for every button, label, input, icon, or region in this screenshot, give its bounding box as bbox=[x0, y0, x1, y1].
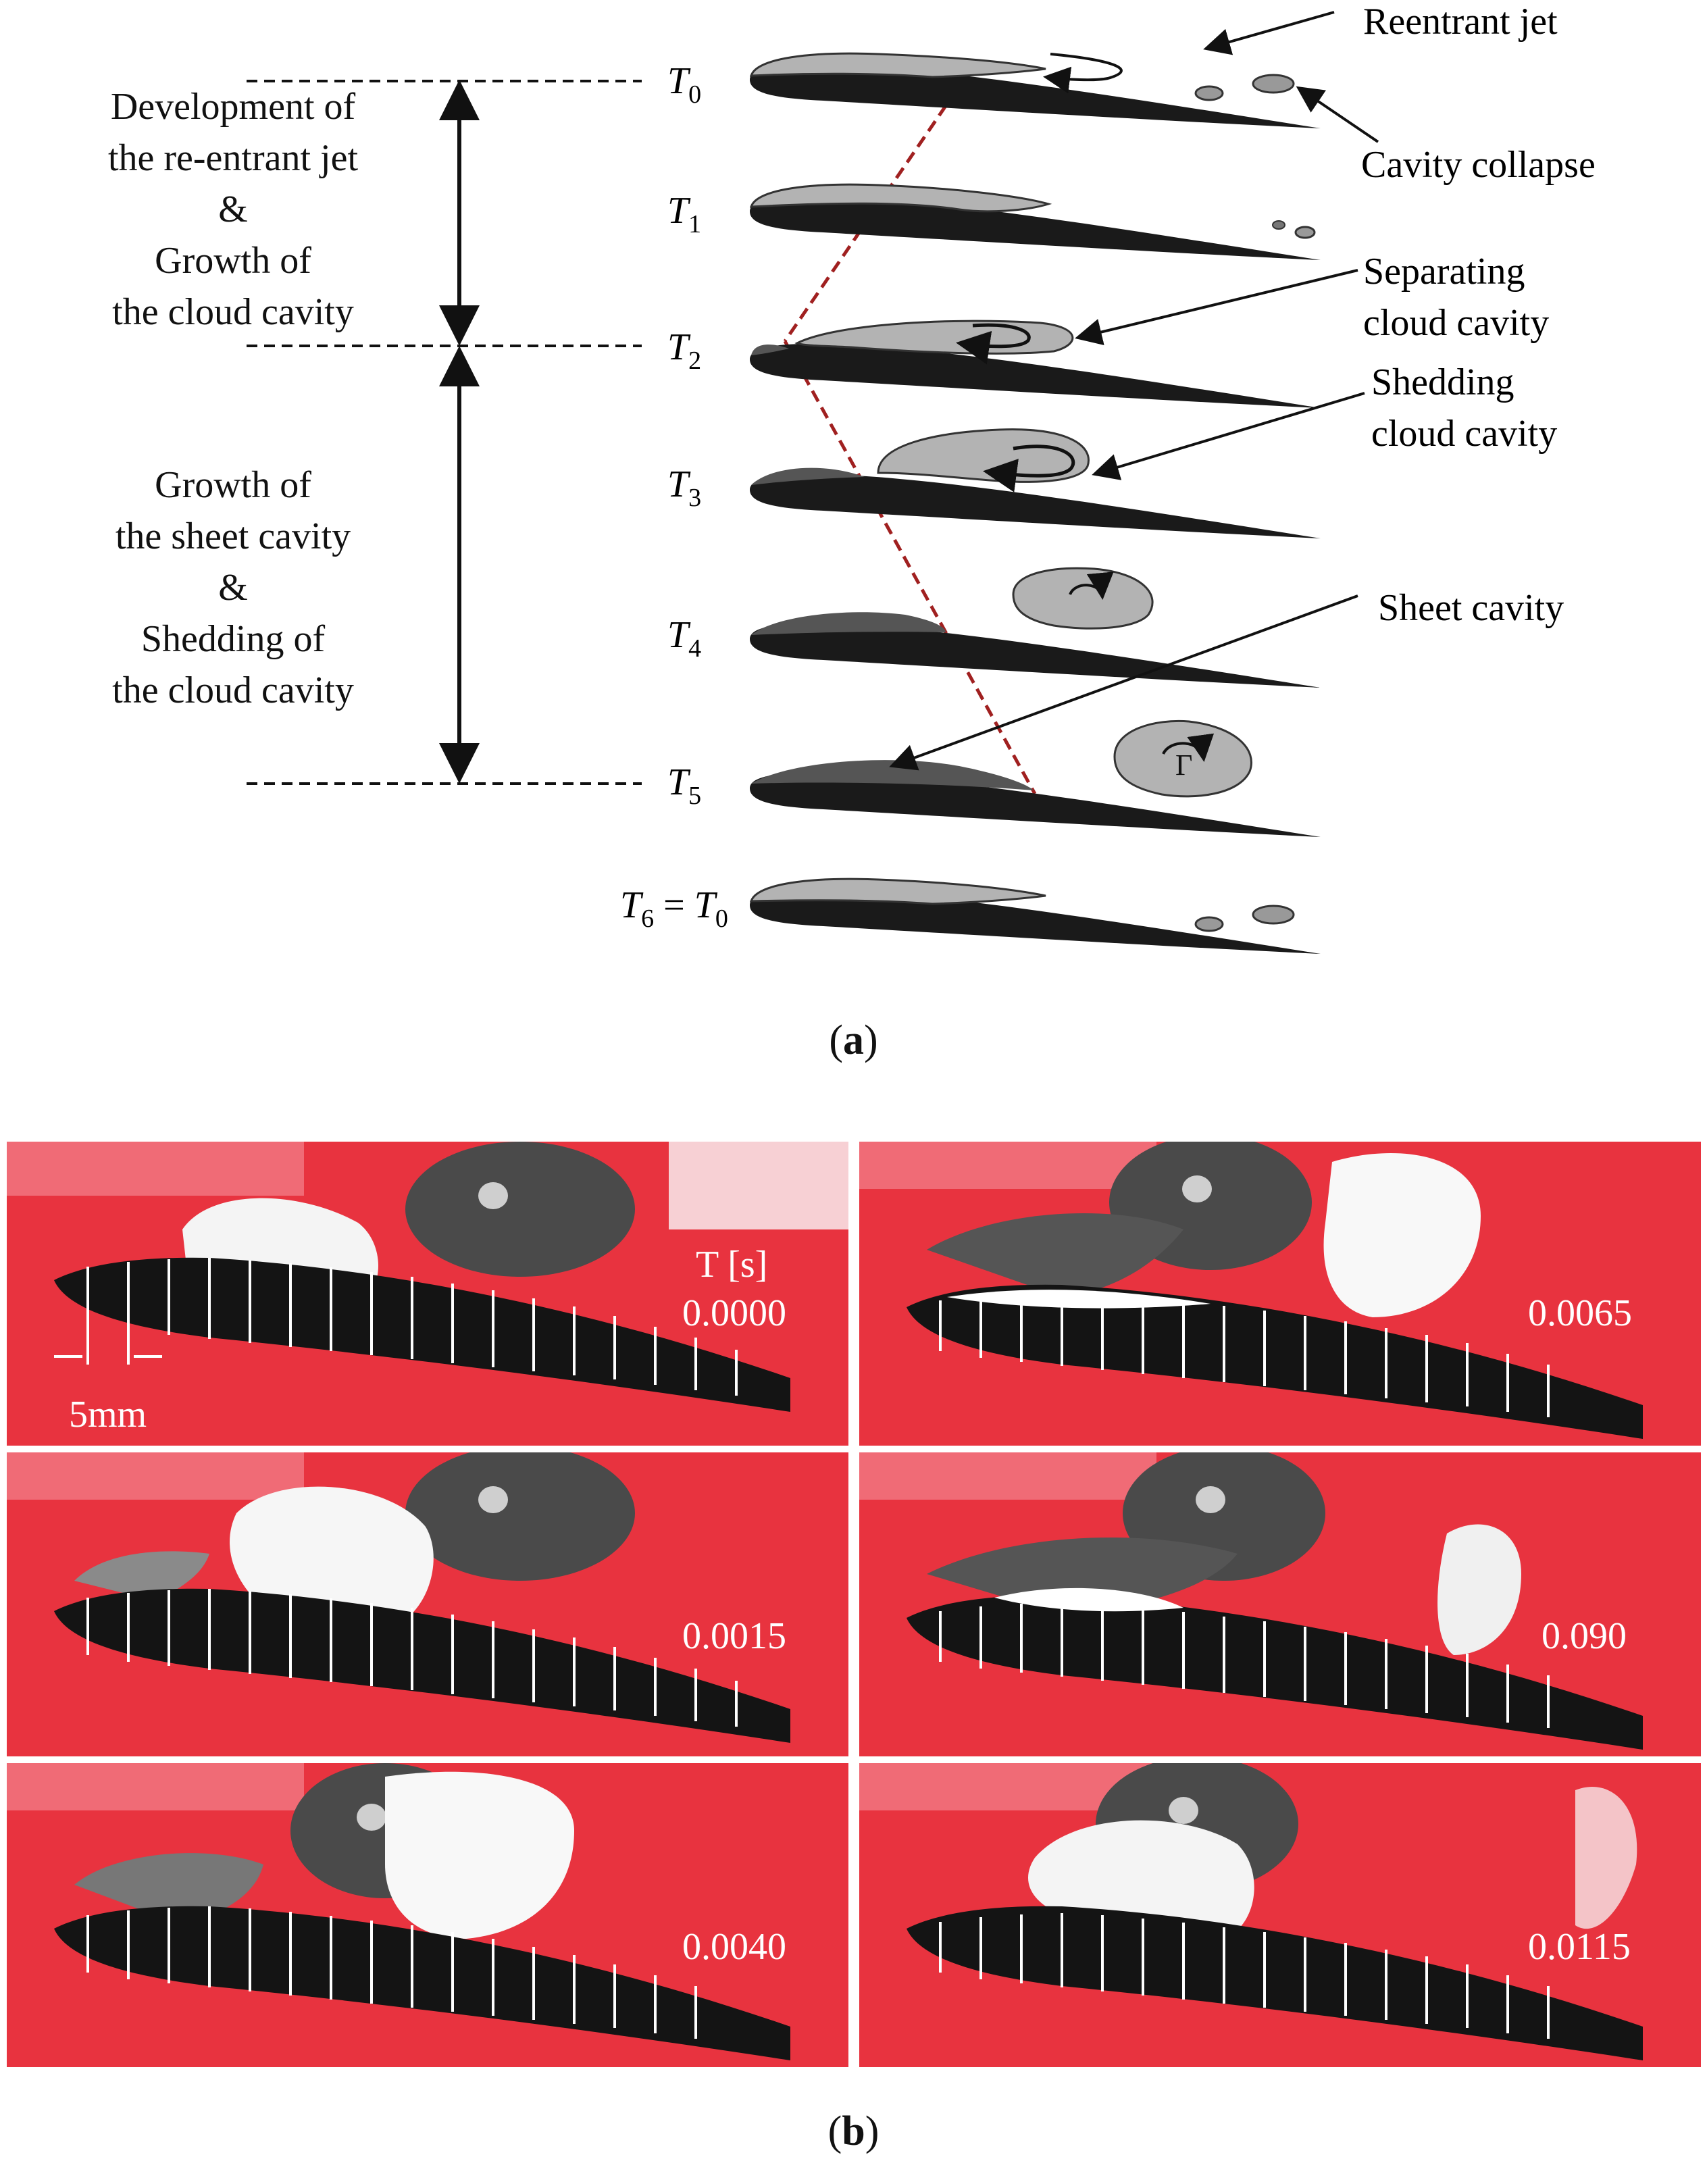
svg-text:T0: T0 bbox=[667, 60, 701, 109]
hydrofoil-t1 bbox=[749, 183, 1321, 260]
hydrofoil-t3 bbox=[750, 428, 1321, 538]
sheet-cavity-t4 bbox=[751, 612, 946, 635]
phase-lower-line-4: Shedding of bbox=[141, 618, 326, 660]
hydrofoil-t6 bbox=[749, 878, 1321, 954]
time-value-left-3: 0.0040 bbox=[682, 1926, 786, 1968]
sheet-cavity-t0 bbox=[749, 52, 1046, 78]
cavitation-cycle-diagram: Γ T0 T1 T2 T3 T4 T5 T6 = T0 Reentrant je… bbox=[247, 1, 1596, 954]
time-value-right-2: 0.090 bbox=[1542, 1615, 1627, 1657]
sheet-cavity-t6 bbox=[749, 878, 1046, 905]
svg-text:T3: T3 bbox=[667, 463, 701, 512]
photo-right-1-image bbox=[859, 1142, 1701, 1446]
photo-panel-right-2: 0.090 bbox=[859, 1452, 1701, 1756]
phase-upper-line-1: Development of bbox=[110, 86, 356, 128]
phase-lower-line-5: the cloud cavity bbox=[112, 669, 354, 711]
photo-panel-right-3: 0.0115 bbox=[859, 1763, 1701, 2067]
photo-right-2-image bbox=[859, 1452, 1701, 1756]
phase-description-upper: Development of the re-entrant jet & Grow… bbox=[41, 81, 426, 338]
label-reentrant-jet: Reentrant jet bbox=[1363, 1, 1558, 43]
photo-left-1-image bbox=[7, 1142, 848, 1446]
scale-bar-label: 5mm bbox=[69, 1394, 147, 1436]
svg-text:T5: T5 bbox=[667, 761, 701, 810]
arrow-separating-cloud bbox=[1075, 269, 1358, 346]
vortex-rotation-arrow-t5 bbox=[1162, 733, 1215, 762]
photo-panel-left-3: 0.0040 bbox=[7, 1763, 848, 2067]
cloud-vortex-arrow-t2 bbox=[956, 323, 1031, 365]
collapse-bubble-small-t1 bbox=[1272, 220, 1285, 230]
sheet-cavity-t1 bbox=[749, 183, 1052, 213]
time-label-t5: T5 bbox=[667, 761, 701, 810]
photo-panel-right-1: 0.0065 bbox=[859, 1142, 1701, 1446]
label-shedding-line1: Shedding bbox=[1371, 361, 1514, 403]
label-sheet-cavity: Sheet cavity bbox=[1378, 587, 1564, 629]
caption-a-letter: a bbox=[843, 1017, 864, 1063]
arrow-shedding-cloud bbox=[1092, 392, 1365, 480]
time-value-right-1: 0.0065 bbox=[1528, 1292, 1632, 1334]
time-label-t0: T0 bbox=[667, 60, 701, 109]
label-separating-line1: Separating bbox=[1363, 251, 1525, 293]
phase-lower-line-3: & bbox=[218, 567, 248, 609]
collapse-bubble-large-t1 bbox=[1294, 226, 1316, 239]
svg-text:T1: T1 bbox=[667, 190, 701, 238]
photo-panel-left-1: T [s] 0.0000 5mm bbox=[7, 1142, 848, 1446]
hydrofoil-t4 bbox=[750, 567, 1321, 688]
shed-cloud-t4 bbox=[1012, 567, 1154, 630]
collapse-bubble-small-t6 bbox=[1194, 916, 1224, 932]
label-shedding-line2: cloud cavity bbox=[1371, 413, 1557, 455]
time-value-left-1: 0.0000 bbox=[682, 1292, 786, 1334]
photo-panel-left-2: 0.0015 bbox=[7, 1452, 848, 1756]
sheet-cavity-t3 bbox=[751, 467, 865, 485]
hydrofoil-t5: Γ bbox=[750, 719, 1321, 837]
time-label-t1: T1 bbox=[667, 190, 701, 238]
label-cavity-collapse: Cavity collapse bbox=[1361, 144, 1596, 186]
time-label-t3: T3 bbox=[667, 463, 701, 512]
phase-description-lower: Growth of the sheet cavity & Shedding of… bbox=[41, 459, 426, 716]
collapse-bubble-small-t0 bbox=[1194, 85, 1224, 101]
photo-right-3-image bbox=[859, 1763, 1701, 2067]
shed-cloud-t5 bbox=[1113, 719, 1252, 798]
arrow-cavity-collapse bbox=[1296, 86, 1379, 143]
photo-left-3-image bbox=[7, 1763, 848, 2067]
collapse-bubble-large-t6 bbox=[1252, 905, 1295, 925]
arrow-reentrant-jet bbox=[1203, 11, 1335, 55]
svg-text:T6 = T0: T6 = T0 bbox=[620, 884, 728, 933]
time-value-left-2: 0.0015 bbox=[682, 1615, 786, 1657]
time-label-t4: T4 bbox=[667, 614, 701, 663]
photo-left-2-image bbox=[7, 1452, 848, 1756]
caption-b: (b) bbox=[827, 2108, 880, 2154]
photo-grid: T [s] 0.0000 5mm 0.0015 bbox=[0, 1135, 1707, 2081]
phase-upper-line-4: Growth of bbox=[155, 240, 311, 282]
time-value-right-3: 0.0115 bbox=[1528, 1926, 1631, 1968]
time-label-t6: T6 = T0 bbox=[620, 884, 728, 933]
circulation-symbol: Γ bbox=[1175, 748, 1192, 782]
phase-lower-line-1: Growth of bbox=[155, 464, 311, 506]
label-separating-line2: cloud cavity bbox=[1363, 302, 1549, 344]
hydrofoil-t2 bbox=[750, 320, 1321, 408]
time-label-t2: T2 bbox=[667, 326, 701, 375]
phase-lower-line-2: the sheet cavity bbox=[115, 515, 351, 557]
svg-text:T4: T4 bbox=[667, 614, 701, 663]
phase-upper-line-2: the re-entrant jet bbox=[107, 137, 358, 179]
svg-text:T2: T2 bbox=[667, 326, 701, 375]
collapse-bubble-large-t0 bbox=[1252, 74, 1295, 94]
reentrant-jet-arrow-t0 bbox=[1043, 53, 1123, 94]
cloud-vortex-arrow-t3 bbox=[983, 445, 1075, 492]
sheet-cavity-t5 bbox=[751, 760, 1034, 790]
guide-line-lower bbox=[783, 340, 1037, 795]
phase-upper-line-3: & bbox=[218, 188, 248, 230]
caption-a: (a) bbox=[829, 1017, 878, 1063]
arrow-sheet-cavity bbox=[889, 594, 1358, 771]
hydrofoil-t0 bbox=[749, 52, 1321, 128]
time-header: T [s] bbox=[696, 1244, 768, 1286]
vortex-rotation-arrow-t4 bbox=[1069, 572, 1114, 600]
leading-edge-cavity-t2 bbox=[751, 345, 789, 355]
caption-b-letter: b bbox=[842, 2108, 865, 2154]
phase-upper-line-5: the cloud cavity bbox=[112, 291, 354, 333]
shedding-cloud-cavity-t3 bbox=[877, 428, 1090, 483]
